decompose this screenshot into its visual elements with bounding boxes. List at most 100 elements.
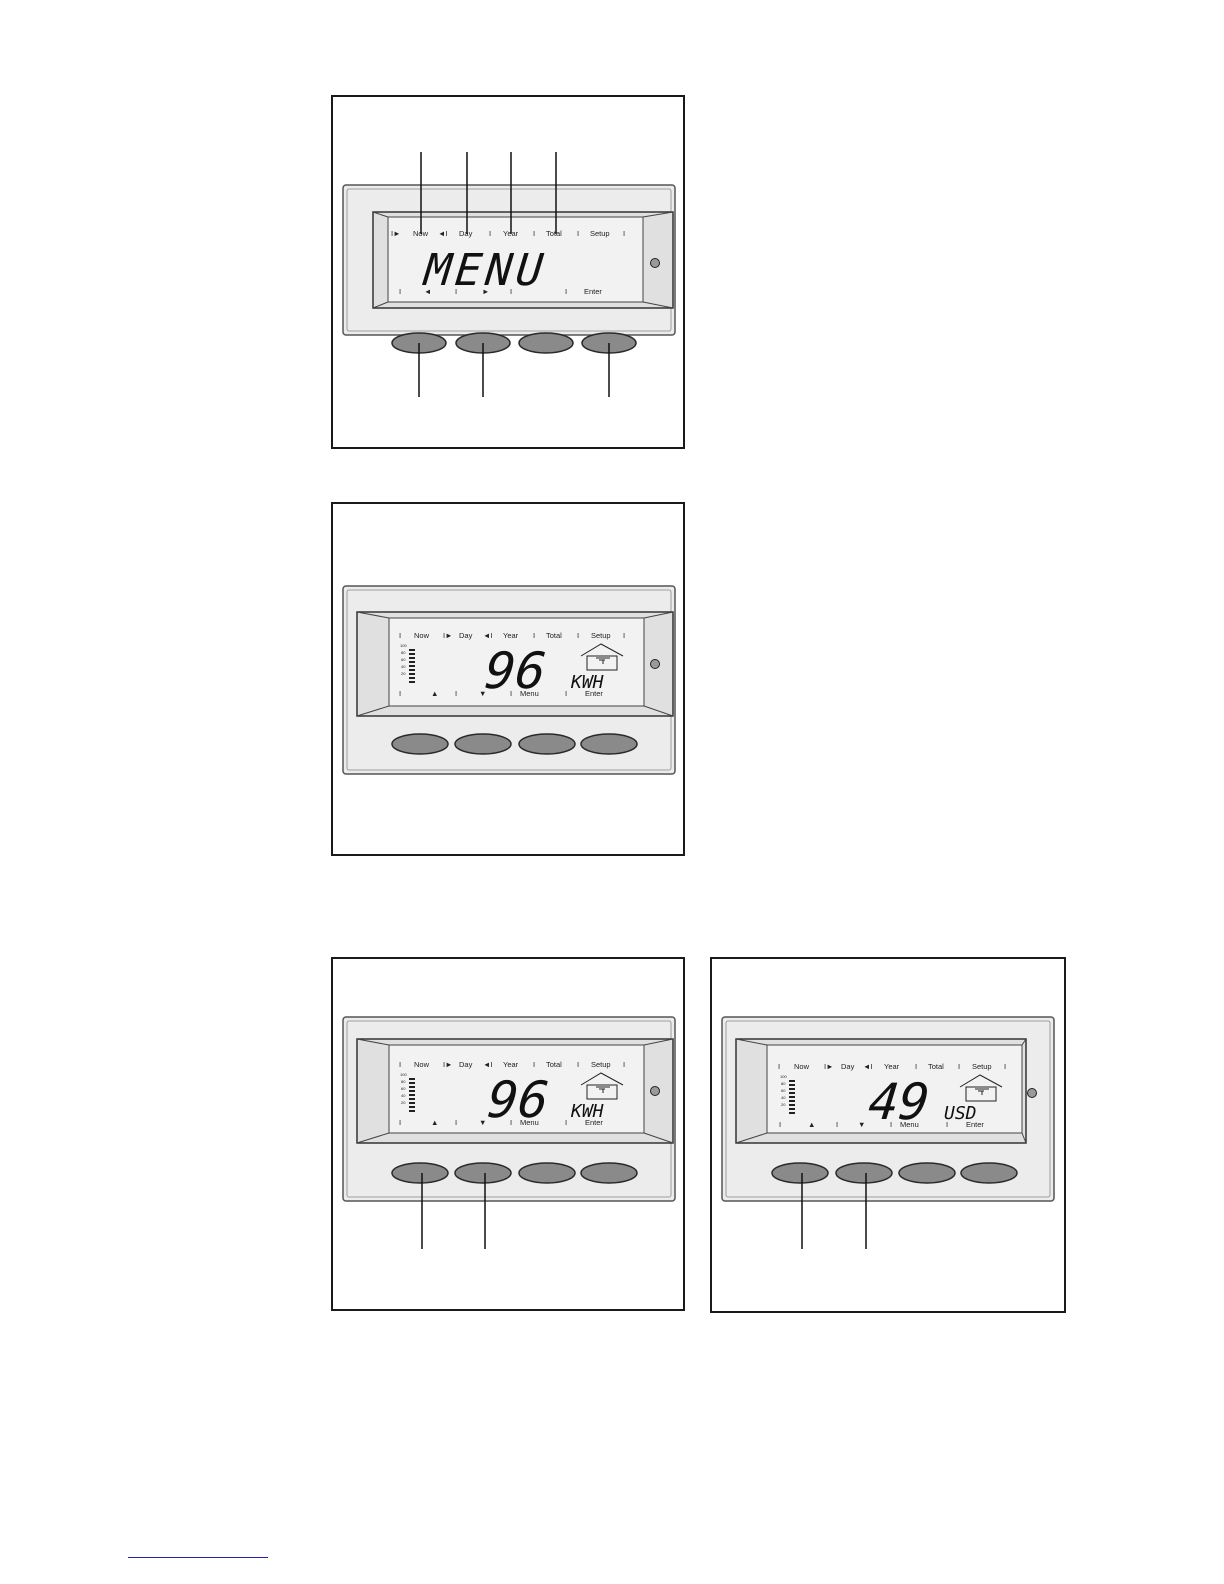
figure-menu-display: I► Now ◄I Day I Year I Total I Setup I M… xyxy=(331,95,685,449)
lcd-bottom-up: ▲ xyxy=(431,1118,438,1127)
lcd-screen xyxy=(388,617,645,707)
svg-text:I: I xyxy=(577,631,579,640)
svg-text:I: I xyxy=(399,631,401,640)
button-row xyxy=(391,1162,638,1184)
lcd-bottom-enter: Enter xyxy=(585,1118,603,1127)
svg-text:20: 20 xyxy=(401,671,406,676)
svg-text:I: I xyxy=(533,1060,535,1069)
svg-text:I►: I► xyxy=(391,229,401,238)
function-key-1 xyxy=(771,1162,829,1184)
display-panel-svg: I Now I► Day ◄I Year I Total I Setup I 1… xyxy=(342,585,676,775)
svg-text:I: I xyxy=(958,1062,960,1071)
lcd-label-day: Day xyxy=(459,229,473,238)
svg-text:I: I xyxy=(533,229,535,238)
svg-text:I: I xyxy=(399,1060,401,1069)
lcd-top-label-row: I Now I► Day ◄I Year I Total I Setup I xyxy=(778,1062,1006,1071)
lcd-bottom-menu: Menu xyxy=(520,1118,539,1127)
lcd-top-label-row: I Now I► Day ◄I Year I Total I Setup I xyxy=(399,1060,625,1069)
svg-text:I: I xyxy=(565,689,567,698)
status-led xyxy=(650,1086,660,1096)
lcd-label-setup: Setup xyxy=(591,1060,611,1069)
svg-text:100: 100 xyxy=(400,1072,407,1077)
lcd-bottom-label-row: I ▲ I ▼ I Menu I Enter xyxy=(399,1118,603,1127)
svg-text:I: I xyxy=(399,1118,401,1127)
lcd-unit: KWH xyxy=(570,672,604,693)
function-key-3 xyxy=(898,1162,956,1184)
display-panel-svg: I Now I► Day ◄I Year I Total I Setup I 1… xyxy=(721,1016,1055,1249)
display-panel-svg: I► Now ◄I Day I Year I Total I Setup I M… xyxy=(342,152,676,397)
svg-text:60: 60 xyxy=(401,1086,406,1091)
svg-text:20: 20 xyxy=(781,1102,786,1107)
svg-text:I: I xyxy=(455,287,457,296)
lcd-bottom-label-row: I ▲ I ▼ I Menu I Enter xyxy=(779,1120,984,1129)
svg-text:I: I xyxy=(779,1120,781,1129)
lcd-screen xyxy=(387,216,644,303)
svg-text:I: I xyxy=(890,1120,892,1129)
svg-text:60: 60 xyxy=(401,657,406,662)
function-key-4 xyxy=(580,1162,638,1184)
lcd-label-day: Day xyxy=(841,1062,855,1071)
lcd-label-year: Year xyxy=(503,1060,519,1069)
svg-text:I: I xyxy=(399,689,401,698)
svg-text:100: 100 xyxy=(400,643,407,648)
svg-text:40: 40 xyxy=(401,664,406,669)
house-grid-icon xyxy=(580,643,624,671)
svg-text:I: I xyxy=(399,287,401,296)
figure-energy-display: I Now I► Day ◄I Year I Total I Setup I 1… xyxy=(331,502,685,856)
svg-text:I: I xyxy=(623,631,625,640)
svg-text:I►: I► xyxy=(443,1060,453,1069)
function-key-3 xyxy=(518,733,576,755)
lcd-label-day: Day xyxy=(459,1060,473,1069)
svg-text:60: 60 xyxy=(781,1088,786,1093)
svg-text:I: I xyxy=(836,1120,838,1129)
svg-text:I: I xyxy=(565,287,567,296)
lcd-bottom-down: ▼ xyxy=(858,1120,865,1129)
function-key-3 xyxy=(518,1162,576,1184)
svg-text:20: 20 xyxy=(401,1100,406,1105)
level-bar-graph: 100 80 60 40 20 xyxy=(400,643,415,683)
lcd-label-total: Total xyxy=(546,1060,562,1069)
lcd-label-day: Day xyxy=(459,631,473,640)
status-led xyxy=(1027,1088,1037,1098)
lcd-main-value: 96 xyxy=(485,1070,551,1129)
lcd-main-value: 49 xyxy=(866,1072,932,1131)
svg-text:◄I: ◄I xyxy=(863,1062,873,1071)
lcd-bottom-down: ▼ xyxy=(479,1118,486,1127)
lcd-bottom-up: ▲ xyxy=(431,689,438,698)
lcd-bottom-enter: Enter xyxy=(585,689,603,698)
svg-text:I: I xyxy=(455,1118,457,1127)
svg-text:80: 80 xyxy=(781,1081,786,1086)
lcd-label-total: Total xyxy=(546,229,562,238)
house-grid-icon xyxy=(580,1072,624,1100)
svg-text:I: I xyxy=(510,1118,512,1127)
function-key-2 xyxy=(835,1162,893,1184)
lcd-bottom-left: ◄ xyxy=(424,287,431,296)
lcd-top-label-row: I Now I► Day ◄I Year I Total I Setup I xyxy=(399,631,625,640)
lcd-bottom-label-row: I ◄ I ► I I Enter xyxy=(399,287,602,296)
svg-text:I: I xyxy=(533,631,535,640)
lcd-bottom-label-row: I ▲ I ▼ I Menu I Enter xyxy=(399,689,603,698)
lcd-top-label-row: I► Now ◄I Day I Year I Total I Setup I xyxy=(391,229,625,238)
svg-text:◄I: ◄I xyxy=(483,1060,493,1069)
lcd-main-value: 96 xyxy=(482,641,548,700)
lcd-bottom-enter: Enter xyxy=(966,1120,984,1129)
function-key-4 xyxy=(960,1162,1018,1184)
svg-text:I: I xyxy=(455,689,457,698)
lcd-label-setup: Setup xyxy=(590,229,610,238)
svg-text:◄I: ◄I xyxy=(438,229,448,238)
button-row xyxy=(771,1162,1018,1184)
svg-text:80: 80 xyxy=(401,650,406,655)
svg-text:100: 100 xyxy=(780,1074,787,1079)
callout-leader-lines xyxy=(801,1173,867,1249)
lcd-label-now: Now xyxy=(794,1062,810,1071)
function-key-1 xyxy=(391,1162,449,1184)
lcd-label-now: Now xyxy=(414,1060,430,1069)
svg-text:40: 40 xyxy=(781,1095,786,1100)
lcd-bottom-enter: Enter xyxy=(584,287,602,296)
function-key-3 xyxy=(518,332,574,354)
lcd-bottom-down: ▼ xyxy=(479,689,486,698)
svg-text:80: 80 xyxy=(401,1079,406,1084)
svg-text:I: I xyxy=(510,689,512,698)
svg-text:I: I xyxy=(623,1060,625,1069)
status-led xyxy=(650,258,660,268)
